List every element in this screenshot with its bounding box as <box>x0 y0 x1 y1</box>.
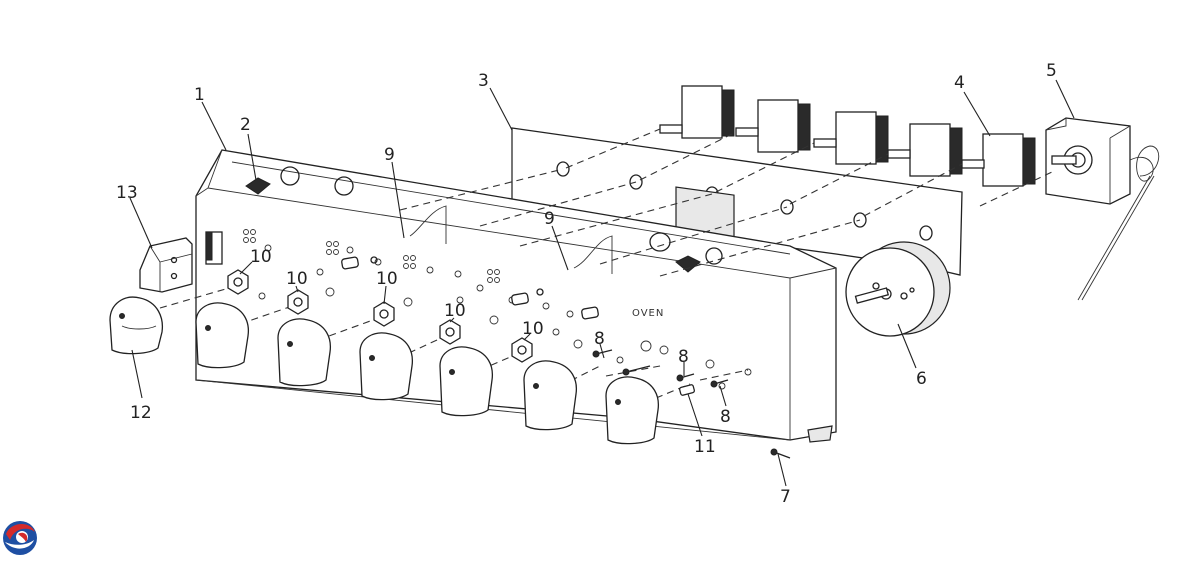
callout-10a: 10 <box>250 247 272 267</box>
callout-2: 2 <box>240 115 251 135</box>
callout-4: 4 <box>954 73 965 93</box>
timer <box>845 241 951 337</box>
callout-12: 12 <box>130 403 152 423</box>
leader-lines <box>129 79 1075 487</box>
nuts <box>227 269 533 363</box>
knobs <box>109 296 660 445</box>
callout-10e: 10 <box>522 319 544 339</box>
panel-oven-label: OVEN <box>632 308 664 319</box>
callout-labels: 1 2 3 4 5 6 7 8 8 8 9 9 10 10 10 10 10 1… <box>116 61 1057 507</box>
switch-4 <box>887 123 963 177</box>
callout-8a: 8 <box>594 329 605 349</box>
screws <box>592 349 791 459</box>
callout-9b: 9 <box>544 209 555 229</box>
brand-swirl-icon <box>3 521 37 555</box>
callout-13: 13 <box>116 183 138 203</box>
callout-10d: 10 <box>444 301 466 321</box>
callout-3: 3 <box>478 71 489 91</box>
panel-holes <box>243 229 752 390</box>
knob-5 <box>523 360 578 431</box>
knob-6 <box>605 376 660 445</box>
knob-4 <box>439 346 494 417</box>
callout-1: 1 <box>194 85 205 105</box>
switch-2 <box>735 99 811 153</box>
callout-10b: 10 <box>286 269 308 289</box>
knob-1 <box>195 302 250 369</box>
switch-3 <box>813 111 889 165</box>
callout-5: 5 <box>1046 61 1057 81</box>
knob-12 <box>109 296 164 355</box>
switch-5 <box>961 133 1036 187</box>
callout-8b: 8 <box>678 347 689 367</box>
spark-generator <box>139 237 193 293</box>
clip-part <box>679 384 695 396</box>
knob-3 <box>359 332 414 401</box>
callout-9a: 9 <box>384 145 395 165</box>
thermostat <box>1045 117 1160 301</box>
callout-8c: 8 <box>720 407 731 427</box>
rotary-switches <box>659 85 1036 246</box>
callout-11: 11 <box>694 437 716 457</box>
control-panel-body: OVEN <box>195 149 837 443</box>
callout-6: 6 <box>916 369 927 389</box>
knob-2 <box>277 318 332 387</box>
callout-10c: 10 <box>376 269 398 289</box>
callout-7: 7 <box>780 487 791 507</box>
